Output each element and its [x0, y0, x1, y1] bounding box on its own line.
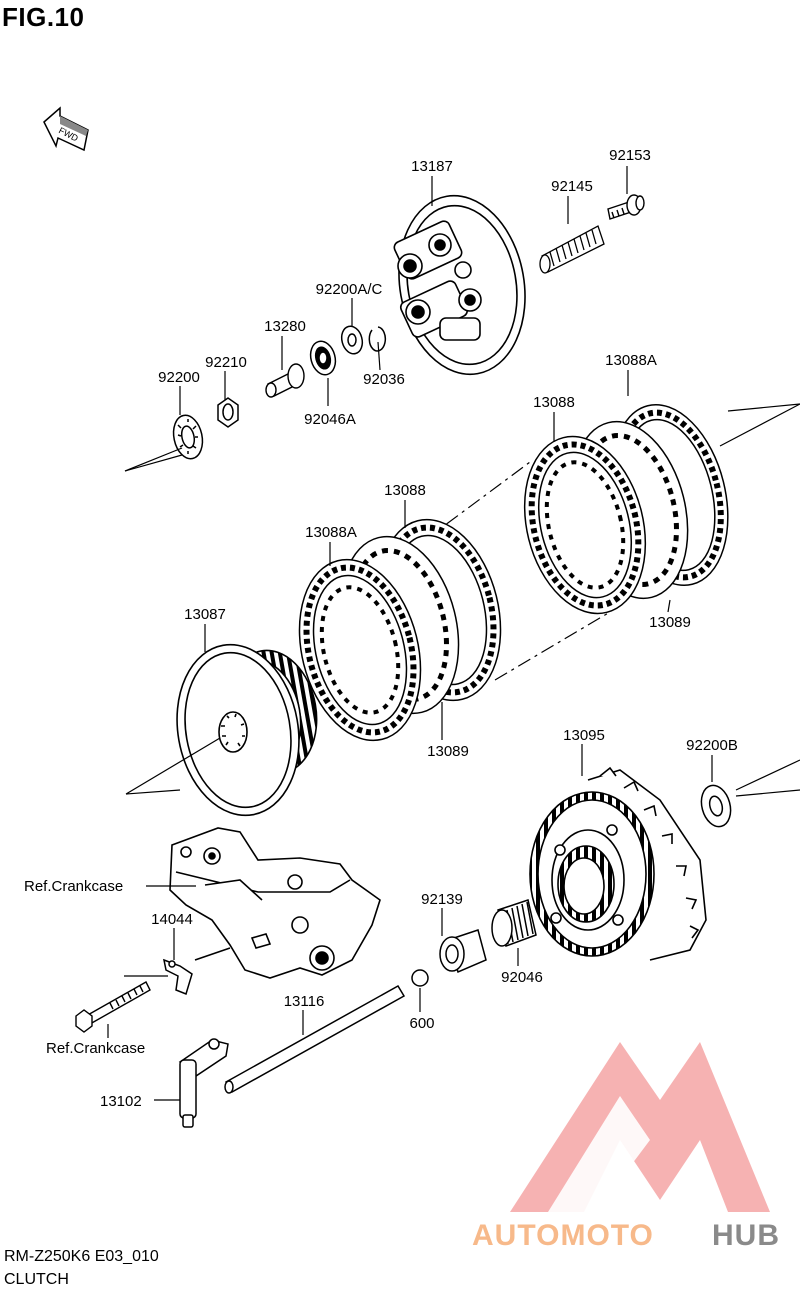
- label-ref-crankcase-1: Ref.Crankcase: [24, 878, 123, 895]
- bracket-14044: [162, 958, 193, 996]
- label-92200: 92200: [158, 369, 200, 386]
- label-13187: 13187: [411, 158, 453, 175]
- washer-92200ac: [340, 325, 364, 355]
- lock-washer-92200: [172, 414, 204, 460]
- clutch-housing-13095: [529, 766, 707, 961]
- leader-92200b-shaft: [735, 759, 800, 797]
- steel-ball-600: [411, 969, 429, 987]
- label-92046: 92046: [501, 969, 543, 986]
- bolt-92153: [607, 194, 645, 220]
- label-13088-mid: 13088: [384, 482, 426, 499]
- friction-plate-13088a-mid: [298, 558, 422, 742]
- section-name: CLUTCH: [4, 1271, 69, 1288]
- label-92036: 92036: [363, 371, 405, 388]
- label-13088a-top: 13088A: [605, 352, 657, 369]
- label-92200ac: 92200A/C: [316, 281, 383, 298]
- label-92046a: 92046A: [304, 411, 356, 428]
- automotohub-watermark-logo: AUTOMOTO HUB: [472, 1042, 780, 1252]
- thrust-washer-92200b: [700, 784, 732, 828]
- label-92153: 92153: [609, 147, 651, 164]
- nut-92210: [217, 397, 239, 428]
- sleeve-92139: [439, 929, 487, 974]
- label-13280: 13280: [264, 318, 306, 335]
- circlip-92036: [368, 326, 387, 352]
- pusher-13280: [265, 363, 305, 398]
- bolt-ref-crankcase: [75, 981, 151, 1033]
- label-92200b: 92200B: [686, 737, 738, 754]
- label-13089-right: 13089: [649, 614, 691, 631]
- alignment-lines: [124, 403, 800, 681]
- label-13088-top: 13088: [533, 394, 575, 411]
- label-13087: 13087: [184, 606, 226, 623]
- leader-13087-shaft: [125, 737, 221, 795]
- label-92210: 92210: [205, 354, 247, 371]
- label-13116: 13116: [284, 993, 325, 1010]
- label-92145: 92145: [551, 178, 593, 195]
- push-rod-13116: [224, 984, 406, 1094]
- watermark-brand-part2: HUB: [712, 1219, 780, 1252]
- forward-arrow-icon: FWD: [43, 106, 89, 152]
- label-14044: 14044: [151, 911, 193, 928]
- release-shaft-13102: [178, 1038, 229, 1128]
- bearing-92046a: [309, 340, 337, 376]
- pressure-plate-13187: [393, 194, 526, 376]
- crankcase-reference: [169, 827, 381, 979]
- part-labels: 13187 92153 92145 92200A/C 13280 92210 9…: [24, 147, 738, 1110]
- friction-plate-13088-top: [523, 435, 647, 615]
- model-code: RM-Z250K6 E03_010: [4, 1248, 159, 1265]
- watermark-brand-part1: AUTOMOTO: [472, 1219, 654, 1252]
- label-13088a-mid: 13088A: [305, 524, 357, 541]
- figure-title: FIG.10: [2, 2, 85, 32]
- clutch-hub-13087: [176, 643, 318, 817]
- label-13089-mid: 13089: [427, 743, 469, 760]
- label-92139: 92139: [421, 891, 463, 908]
- label-13102: 13102: [100, 1093, 142, 1110]
- clutch-spring-92145: [539, 225, 605, 274]
- label-600: 600: [409, 1015, 434, 1032]
- label-ref-crankcase-2: Ref.Crankcase: [46, 1040, 145, 1057]
- leader-lines: [107, 166, 713, 1101]
- needle-bearing-92046: [491, 899, 537, 947]
- label-13095: 13095: [563, 727, 605, 744]
